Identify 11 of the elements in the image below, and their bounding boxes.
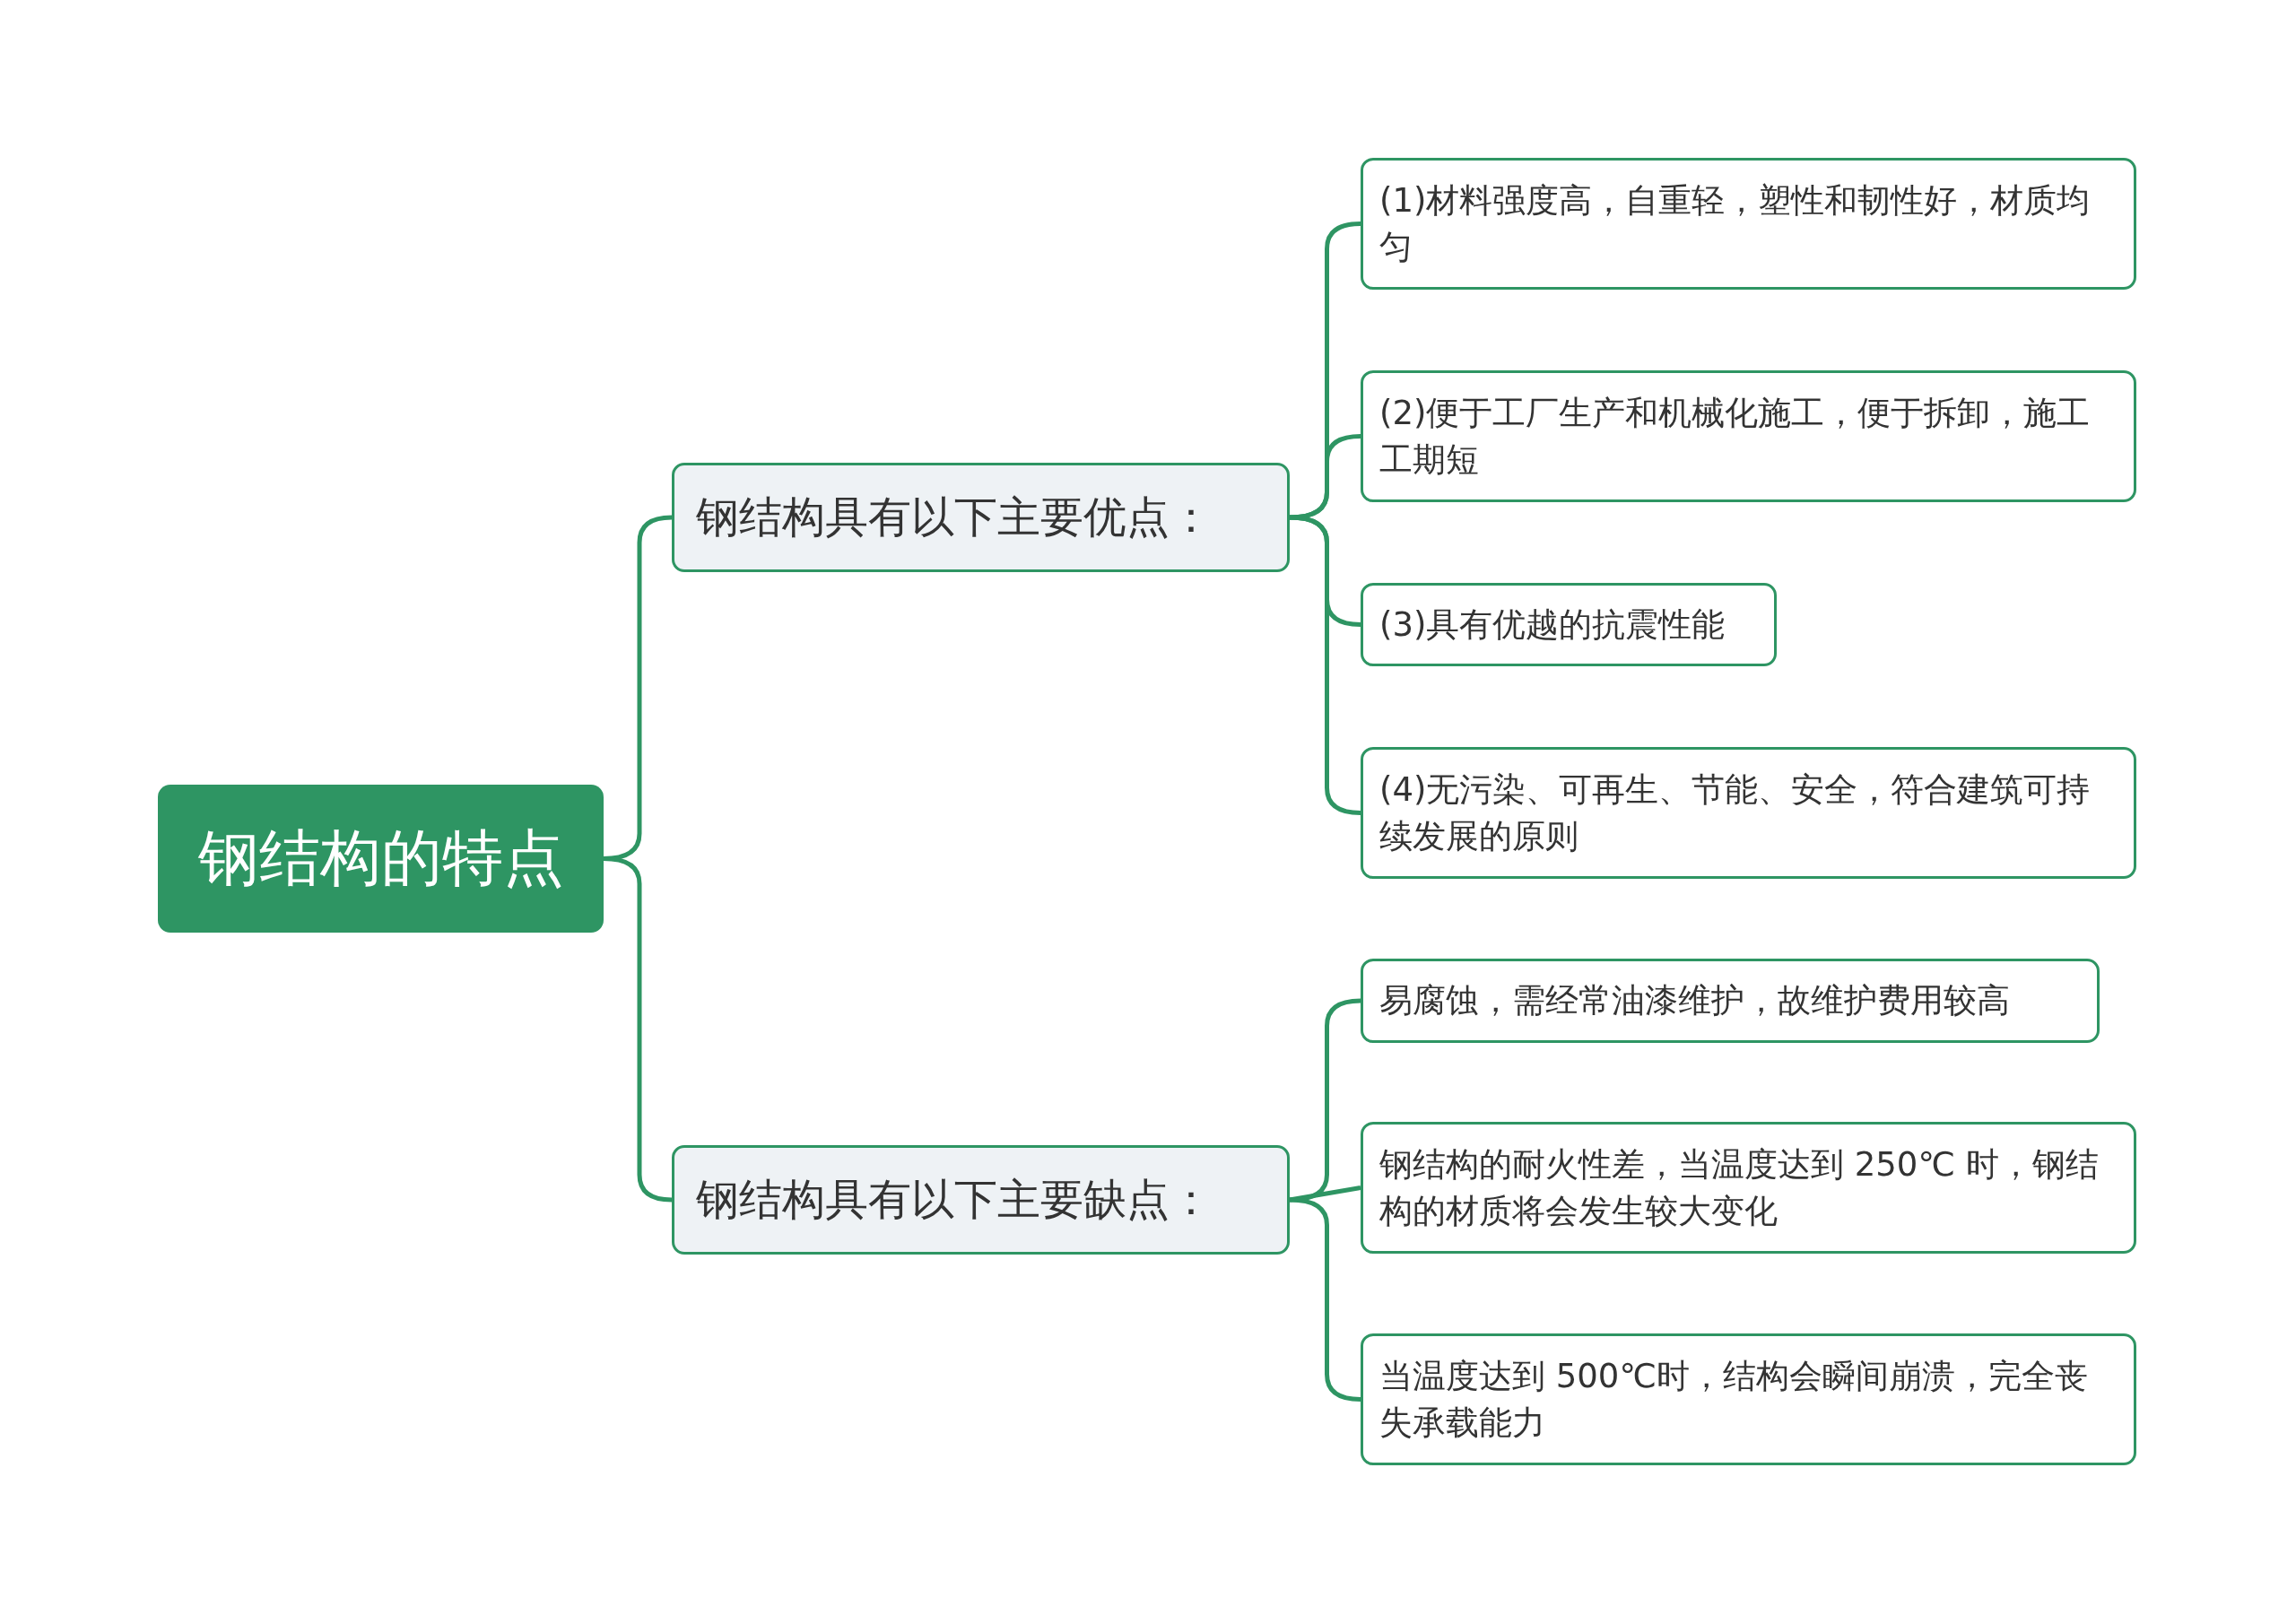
topic-box: 钢结构具有以下主要优点： bbox=[672, 463, 1290, 572]
subtopic-box: (2)便于工厂生产和机械化施工，便于拆卸，施工工期短 bbox=[1361, 370, 2136, 502]
subtopic-box: (4)无污染、可再生、节能、安全，符合建筑可持续发展的原则 bbox=[1361, 747, 2136, 879]
subtopic-box: 易腐蚀，需经常油漆维护，故维护费用较高 bbox=[1361, 959, 2100, 1043]
subtopic-box: 钢结构的耐火性差，当温度达到 250℃ 时，钢结构的材质将会发生较大变化 bbox=[1361, 1122, 2136, 1254]
connector-line bbox=[1289, 434, 1361, 520]
subtopic-box: 当温度达到 500℃时，结构会瞬间崩溃，完全丧失承载能力 bbox=[1361, 1333, 2136, 1465]
root-topic-box: 钢结构的特点 bbox=[158, 785, 604, 933]
subtopic-box: (1)材料强度高，自重轻，塑性和韧性好，材质均匀 bbox=[1361, 158, 2136, 290]
topic-box: 钢结构具有以下主要缺点： bbox=[672, 1145, 1290, 1255]
subtopic-box: (3)具有优越的抗震性能 bbox=[1361, 583, 1777, 666]
